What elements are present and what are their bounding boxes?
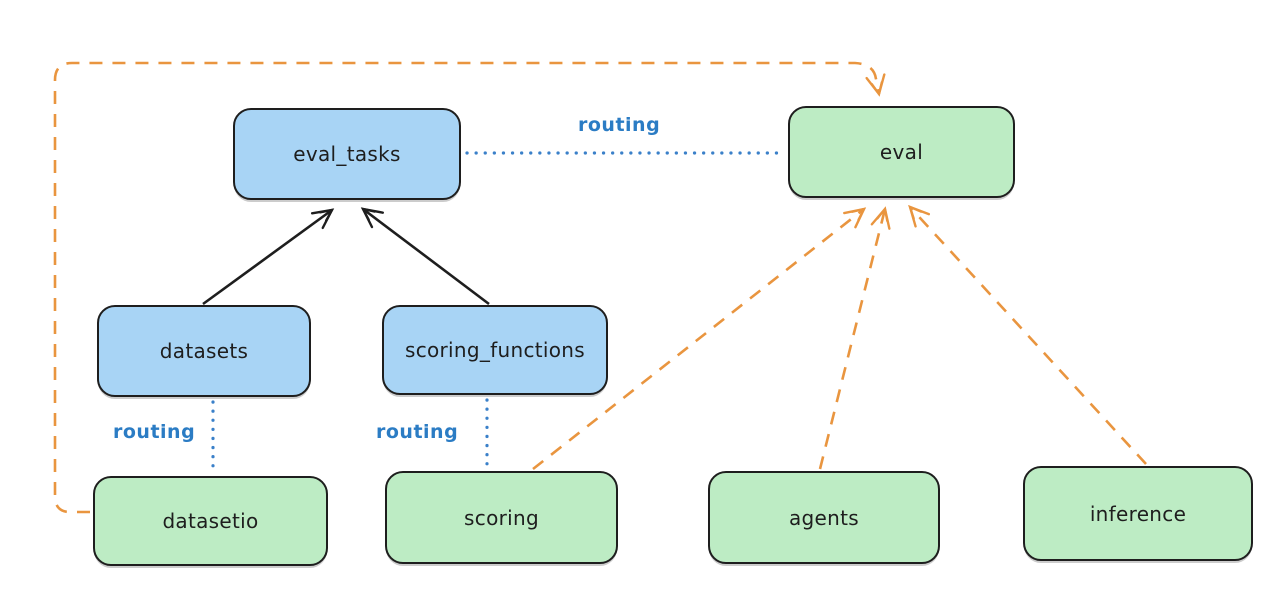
edge-label-routing-scoring: routing <box>376 421 459 443</box>
edge-datasetio-eval-arrow <box>53 61 886 514</box>
edge-agents-eval-arrow <box>818 206 891 470</box>
node-eval-tasks-label: eval_tasks <box>293 142 401 166</box>
node-eval-tasks: eval_tasks <box>233 108 461 200</box>
node-datasetio: datasetio <box>93 476 328 566</box>
edge-label-routing-datasetio: routing <box>113 421 196 443</box>
node-datasets: datasets <box>97 305 311 397</box>
node-agents: agents <box>708 471 940 564</box>
node-eval-label: eval <box>879 140 924 164</box>
node-agents-label: agents <box>789 505 859 530</box>
node-scoring-label: scoring <box>464 505 539 530</box>
edge-label-routing-eval: routing <box>578 114 661 136</box>
node-scoring: scoring <box>385 471 618 564</box>
node-scoring-functions-label: scoring_functions <box>404 338 586 362</box>
node-inference: inference <box>1023 466 1253 561</box>
node-inference-label: inference <box>1089 501 1187 526</box>
node-datasetio-label: datasetio <box>162 509 259 533</box>
node-eval: eval <box>788 106 1015 198</box>
node-datasets-label: datasets <box>159 339 249 363</box>
edge-datasets-evaltasks-arrow <box>202 208 335 306</box>
node-scoring-functions: scoring_functions <box>382 305 608 395</box>
edge-scoringfunctions-evaltasks-arrow <box>360 207 490 306</box>
edge-inference-eval-arrow <box>908 205 1147 465</box>
